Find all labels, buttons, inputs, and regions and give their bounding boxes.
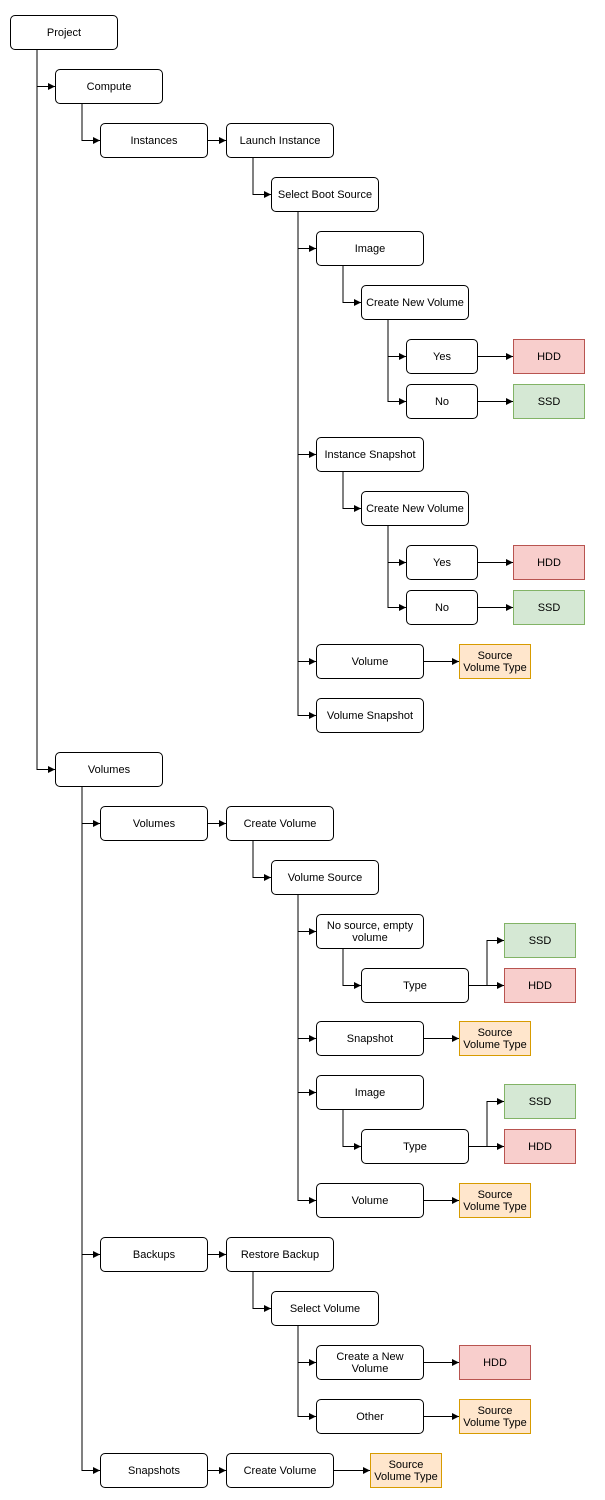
node-other-source-type: Source Volume Type	[459, 1399, 531, 1434]
edge-boot-instance-snapshot-to-snapshot-create-new-volume	[342, 472, 361, 512]
edge-image-create-new-volume-to-image-yes	[387, 320, 406, 360]
edge-select-boot-source-to-boot-volume	[297, 212, 316, 665]
node-snapshot-no: No	[406, 590, 478, 625]
node-image-yes: Yes	[406, 339, 478, 374]
edge-empty-type-to-empty-type-ssd	[469, 937, 504, 986]
node-vs-image: Image	[316, 1075, 424, 1110]
edge-snapshot-create-new-volume-to-snapshot-no	[387, 526, 406, 611]
node-empty-type-hdd: HDD	[504, 968, 576, 1003]
edge-boot-image-to-image-create-new-volume	[342, 266, 361, 306]
node-snapshot-create-new-volume: Create New Volume	[361, 491, 469, 526]
node-snapshots-create-volume: Create Volume	[226, 1453, 334, 1488]
edge-volume-source-to-vs-image	[297, 895, 316, 1096]
node-vs-volume-source-type: Source Volume Type	[459, 1183, 531, 1218]
node-snapshot-yes: Yes	[406, 545, 478, 580]
node-select-volume: Select Volume	[271, 1291, 379, 1326]
edge-launch-instance-to-select-boot-source	[252, 158, 271, 198]
node-boot-instance-snapshot: Instance Snapshot	[316, 437, 424, 472]
node-volumes-menu: Volumes	[55, 752, 163, 787]
edge-select-volume-to-create-a-new-volume	[297, 1326, 316, 1366]
node-launch-instance: Launch Instance	[226, 123, 334, 158]
node-boot-volume: Volume	[316, 644, 424, 679]
node-boot-volume-source-type: Source Volume Type	[459, 644, 531, 679]
node-image-no: No	[406, 384, 478, 419]
node-no-source-empty-volume: No source, empty volume	[316, 914, 424, 949]
edge-select-boot-source-to-boot-volume-snapshot	[297, 212, 316, 719]
edge-vs-image-to-vs-image-type	[342, 1110, 361, 1150]
node-vs-snapshot: Snapshot	[316, 1021, 424, 1056]
node-volumes-create-volume: Create Volume	[226, 806, 334, 841]
node-boot-volume-snapshot: Volume Snapshot	[316, 698, 424, 733]
node-volume-source: Volume Source	[271, 860, 379, 895]
edge-volume-source-to-vs-volume	[297, 895, 316, 1204]
node-vs-image-type: Type	[361, 1129, 469, 1164]
node-boot-image: Image	[316, 231, 424, 266]
node-create-a-new-volume: Create a New Volume	[316, 1345, 424, 1380]
edge-volume-source-to-no-source-empty-volume	[297, 895, 316, 935]
node-vs-image-type-hdd: HDD	[504, 1129, 576, 1164]
edge-select-volume-to-other	[297, 1326, 316, 1420]
node-vs-snapshot-source-type: Source Volume Type	[459, 1021, 531, 1056]
node-image-yes-hdd: HDD	[513, 339, 585, 374]
edge-no-source-empty-volume-to-empty-type	[342, 949, 361, 989]
node-volumes-item: Volumes	[100, 806, 208, 841]
edge-project-to-volumes-menu	[36, 50, 55, 773]
edge-vs-image-type-to-vs-image-type-ssd	[469, 1098, 504, 1147]
edge-project-to-compute	[36, 50, 55, 90]
edge-select-boot-source-to-boot-image	[297, 212, 316, 252]
node-restore-backup: Restore Backup	[226, 1237, 334, 1272]
node-project: Project	[10, 15, 118, 50]
node-backups: Backups	[100, 1237, 208, 1272]
node-empty-type: Type	[361, 968, 469, 1003]
node-image-create-new-volume: Create New Volume	[361, 285, 469, 320]
edge-volumes-menu-to-backups	[81, 787, 100, 1258]
node-select-boot-source: Select Boot Source	[271, 177, 379, 212]
node-image-no-ssd: SSD	[513, 384, 585, 419]
edge-compute-to-instances	[81, 104, 100, 144]
node-snapshots-source-type: Source Volume Type	[370, 1453, 442, 1488]
node-empty-type-ssd: SSD	[504, 923, 576, 958]
node-snapshot-yes-hdd: HDD	[513, 545, 585, 580]
node-snapshot-no-ssd: SSD	[513, 590, 585, 625]
edge-image-create-new-volume-to-image-no	[387, 320, 406, 405]
edge-volumes-menu-to-volumes-item	[81, 787, 100, 827]
edge-snapshot-create-new-volume-to-snapshot-yes	[387, 526, 406, 566]
edge-volumes-create-volume-to-volume-source	[252, 841, 271, 881]
node-other: Other	[316, 1399, 424, 1434]
node-vs-image-type-ssd: SSD	[504, 1084, 576, 1119]
node-snapshots: Snapshots	[100, 1453, 208, 1488]
edge-volumes-menu-to-snapshots	[81, 787, 100, 1474]
edge-volume-source-to-vs-snapshot	[297, 895, 316, 1042]
node-vs-volume: Volume	[316, 1183, 424, 1218]
node-create-a-new-volume-hdd: HDD	[459, 1345, 531, 1380]
node-instances: Instances	[100, 123, 208, 158]
node-compute: Compute	[55, 69, 163, 104]
edge-restore-backup-to-select-volume	[252, 1272, 271, 1312]
